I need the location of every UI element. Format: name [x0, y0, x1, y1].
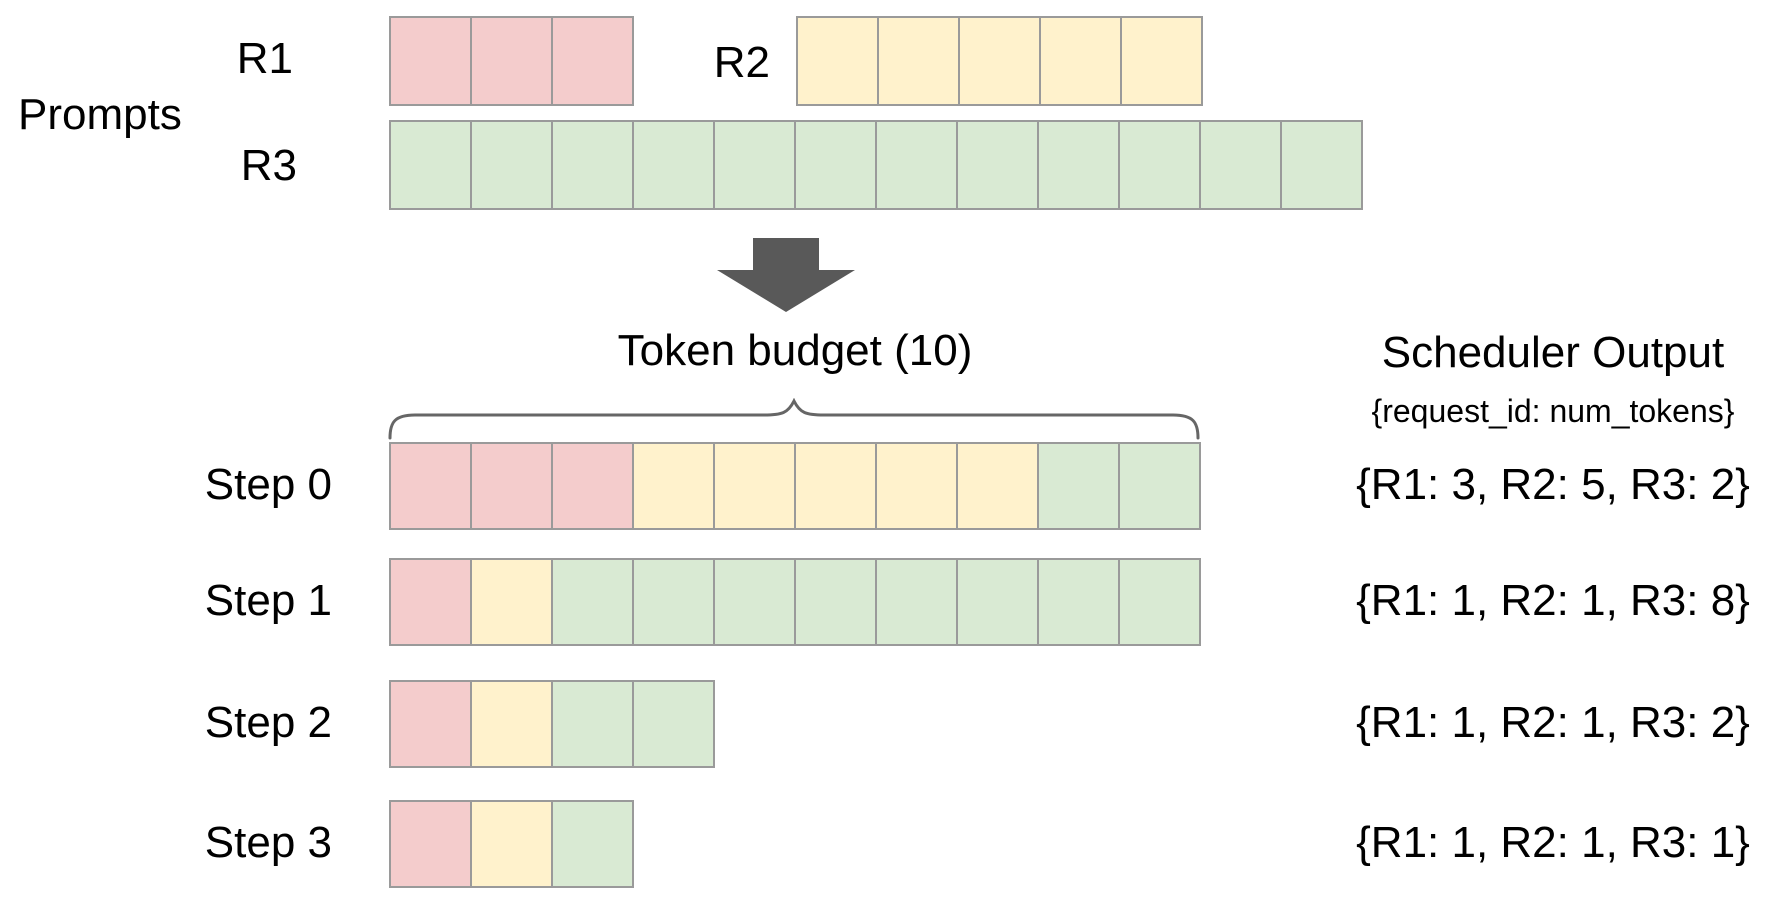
step-label-3: Step 3 [204, 818, 332, 867]
token-cell-r3 [713, 558, 796, 646]
token-cell-r3 [956, 558, 1039, 646]
token-cell-r3 [1037, 442, 1120, 530]
step-row-2 [389, 680, 715, 768]
token-cell-r3 [1118, 442, 1201, 530]
token-cell-r3 [1199, 120, 1282, 210]
prompt-row-r3 [389, 120, 1363, 210]
token-cell-r1 [470, 16, 553, 106]
token-cell-r1 [389, 558, 472, 646]
token-cell-r3 [1118, 120, 1201, 210]
token-cell-r3 [1037, 558, 1120, 646]
request-label-r1: R1 [236, 34, 293, 83]
token-cell-r3 [956, 120, 1039, 210]
token-cell-r3 [551, 558, 634, 646]
token-cell-r3 [794, 558, 877, 646]
scheduler-output-step-2: {R1: 1, R2: 1, R3: 2} [1356, 698, 1750, 747]
token-cell-r3 [470, 120, 553, 210]
token-cell-r3 [875, 558, 958, 646]
token-cell-r2 [877, 16, 960, 106]
token-cell-r3 [1118, 558, 1201, 646]
token-cell-r3 [632, 680, 715, 768]
token-cell-r1 [389, 16, 472, 106]
token-cell-r3 [551, 120, 634, 210]
prompt-row-r1 [389, 16, 634, 106]
request-label-r2: R2 [713, 38, 770, 87]
token-cell-r2 [956, 442, 1039, 530]
token-cell-r2 [470, 800, 553, 888]
step-label-2: Step 2 [204, 698, 332, 747]
token-cell-r2 [470, 680, 553, 768]
token-cell-r2 [632, 442, 715, 530]
token-cell-r3 [632, 558, 715, 646]
prompts-section-label: Prompts [18, 90, 182, 139]
token-cell-r1 [389, 442, 472, 530]
prompt-row-r2 [796, 16, 1203, 106]
token-cell-r3 [632, 120, 715, 210]
token-cell-r1 [389, 680, 472, 768]
scheduler-output-step-1: {R1: 1, R2: 1, R3: 8} [1356, 576, 1750, 625]
token-cell-r2 [794, 442, 877, 530]
token-cell-r2 [958, 16, 1041, 106]
step-label-1: Step 1 [204, 576, 332, 625]
token-cell-r1 [551, 16, 634, 106]
scheduler-output-step-0: {R1: 3, R2: 5, R3: 2} [1356, 460, 1750, 509]
step-row-0 [389, 442, 1201, 530]
step-row-3 [389, 800, 634, 888]
token-cell-r2 [875, 442, 958, 530]
token-budget-label: Token budget (10) [617, 326, 973, 375]
token-cell-r3 [875, 120, 958, 210]
scheduler-output-step-3: {R1: 1, R2: 1, R3: 1} [1356, 818, 1750, 867]
token-budget-brace [388, 398, 1200, 440]
step-row-1 [389, 558, 1201, 646]
token-cell-r3 [794, 120, 877, 210]
down-arrow-icon [717, 238, 855, 312]
token-cell-r3 [1037, 120, 1120, 210]
token-cell-r2 [1039, 16, 1122, 106]
token-cell-r3 [551, 680, 634, 768]
token-cell-r3 [1280, 120, 1363, 210]
token-cell-r3 [713, 120, 796, 210]
token-cell-r2 [796, 16, 879, 106]
token-cell-r2 [470, 558, 553, 646]
token-cell-r2 [713, 442, 796, 530]
token-cell-r3 [551, 800, 634, 888]
step-label-0: Step 0 [204, 460, 332, 509]
token-cell-r1 [551, 442, 634, 530]
scheduler-output-title: Scheduler Output [1381, 328, 1725, 377]
token-cell-r1 [470, 442, 553, 530]
token-cell-r2 [1120, 16, 1203, 106]
request-label-r3: R3 [240, 141, 297, 190]
scheduler-output-subtitle: {request_id: num_tokens} [1371, 393, 1735, 429]
token-cell-r1 [389, 800, 472, 888]
token-cell-r3 [389, 120, 472, 210]
